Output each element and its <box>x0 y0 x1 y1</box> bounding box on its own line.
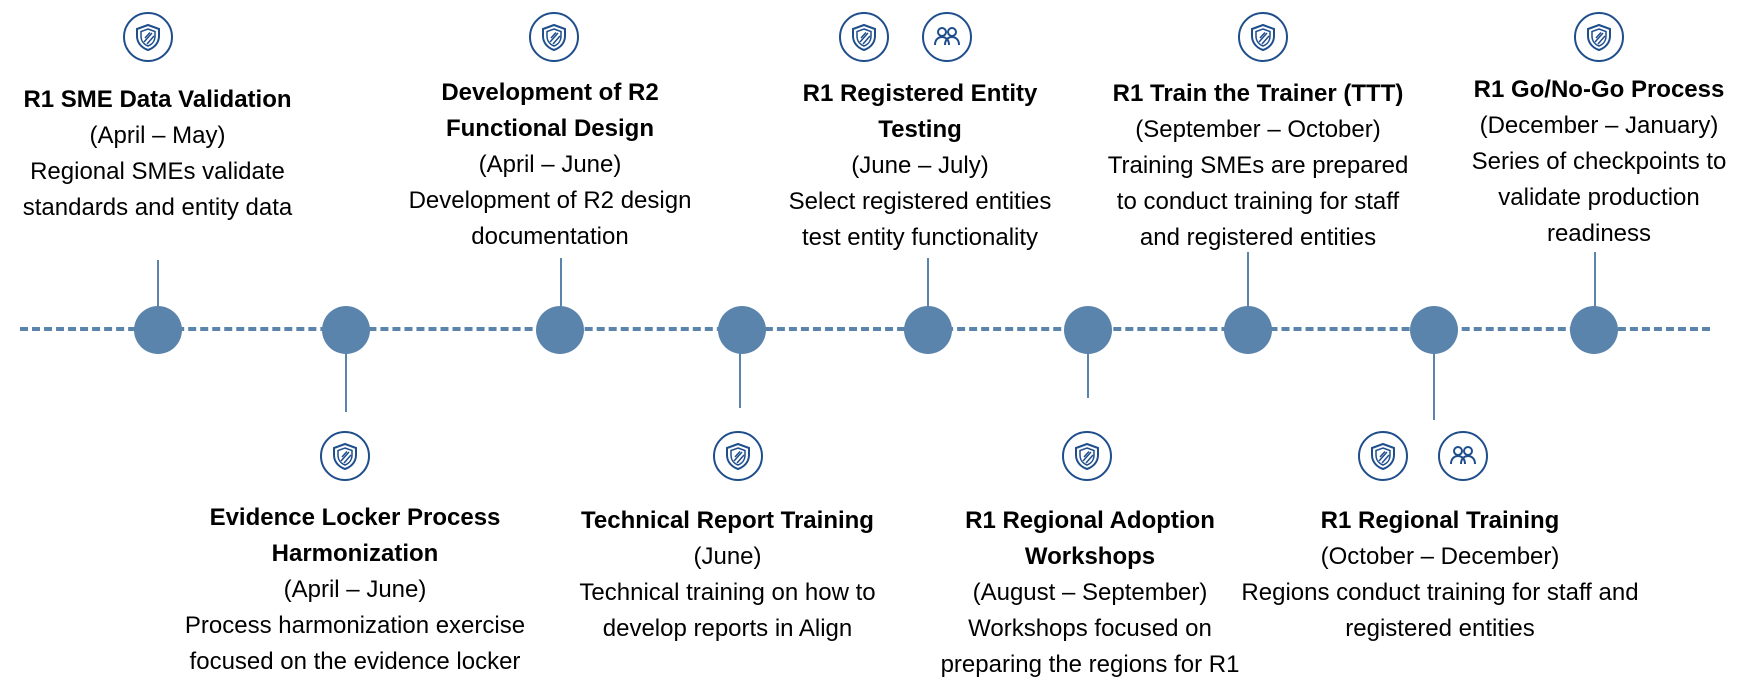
milestone-dates: (April – June) <box>283 576 427 603</box>
milestone-dates: (June) <box>693 543 762 570</box>
timeline-dashed-line <box>20 327 1710 331</box>
shield-icon <box>1238 12 1288 62</box>
milestone-title: R1 Train the Trainer (TTT) <box>1112 80 1404 107</box>
timeline-node <box>536 306 584 354</box>
milestone-technical-report-training: Technical Report Training (June) Technic… <box>555 503 900 647</box>
milestone-description: Series of checkpoints to validate produc… <box>1471 148 1727 247</box>
timeline-node <box>1224 306 1272 354</box>
milestone-r1-train-the-trainer: R1 Train the Trainer (TTT) (September – … <box>1093 76 1423 256</box>
milestone-r1-registered-entity-testing: R1 Registered Entity Testing (June – Jul… <box>760 76 1080 256</box>
connector-line <box>739 340 741 408</box>
milestone-description: Development of R2 design documentation <box>408 187 692 250</box>
shield-icon <box>529 12 579 62</box>
milestone-title: R1 SME Data Validation <box>23 86 292 113</box>
shield-icon <box>320 431 370 481</box>
milestone-description: Regions conduct training for staff and r… <box>1241 579 1639 642</box>
milestone-title: Evidence Locker Process Harmonization <box>209 504 501 567</box>
milestone-dates: (June – July) <box>851 152 989 179</box>
milestone-title: R1 Registered Entity Testing <box>802 80 1038 143</box>
timeline-node <box>904 306 952 354</box>
timeline-node <box>1570 306 1618 354</box>
milestone-r1-go-no-go-process: R1 Go/No-Go Process (December – January)… <box>1450 72 1748 252</box>
milestone-description: Select registered entities test entity f… <box>788 188 1052 251</box>
shield-icon <box>1574 12 1624 62</box>
milestone-dates: (September – October) <box>1135 116 1381 143</box>
milestone-r1-sme-data-validation: R1 SME Data Validation (April – May) Reg… <box>0 82 315 226</box>
milestone-r1-regional-training: R1 Regional Training (October – December… <box>1240 503 1640 647</box>
milestone-description: Technical training on how to develop rep… <box>579 579 876 642</box>
milestone-title: R1 Regional Training <box>1320 507 1560 534</box>
shield-icon <box>1062 431 1112 481</box>
shield-icon <box>839 12 889 62</box>
milestone-dates: (October – December) <box>1320 543 1560 570</box>
shield-icon <box>713 431 763 481</box>
milestone-description: Regional SMEs validate standards and ent… <box>22 158 293 221</box>
milestone-title: Technical Report Training <box>581 507 874 534</box>
timeline-node <box>718 306 766 354</box>
shield-icon <box>1358 431 1408 481</box>
connector-line <box>1087 340 1089 398</box>
people-icon <box>922 12 972 62</box>
milestone-dates: (December – January) <box>1479 112 1719 139</box>
connector-line <box>157 260 159 326</box>
connector-line <box>345 340 347 412</box>
shield-icon <box>123 12 173 62</box>
milestone-description: Training SMEs are prepared to conduct tr… <box>1107 152 1409 251</box>
connector-line <box>560 258 562 310</box>
connector-line <box>1594 252 1596 310</box>
milestone-title: R1 Regional Adoption Workshops <box>965 507 1215 570</box>
milestone-evidence-locker-process-harmonization: Evidence Locker Process Harmonization (A… <box>170 500 540 680</box>
connector-line <box>1433 340 1435 420</box>
milestone-description: Process harmonization exercise focused o… <box>184 612 526 675</box>
people-icon <box>1438 431 1488 481</box>
timeline-node <box>134 306 182 354</box>
milestone-development-of-r2-functional-design: Development of R2 Functional Design (Apr… <box>395 75 705 255</box>
connector-line <box>927 258 929 310</box>
milestone-dates: (August – September) <box>972 579 1208 606</box>
milestone-title: Development of R2 Functional Design <box>441 79 659 142</box>
connector-line <box>1247 252 1249 310</box>
milestone-title: R1 Go/No-Go Process <box>1473 76 1725 103</box>
milestone-dates: (April – June) <box>478 151 622 178</box>
milestone-dates: (April – May) <box>89 122 226 149</box>
milestone-description: Workshops focused on preparing the regio… <box>940 615 1240 678</box>
milestone-r1-regional-adoption-workshops: R1 Regional Adoption Workshops (August –… <box>925 503 1255 683</box>
